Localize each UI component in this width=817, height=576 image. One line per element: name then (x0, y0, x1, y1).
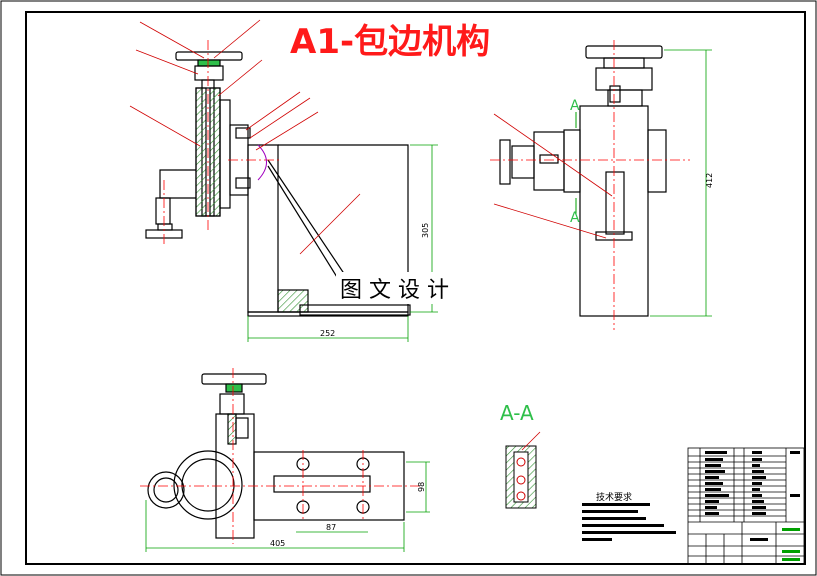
side-leaders (493, 113, 613, 239)
view-arrow-a-top: A (570, 98, 580, 114)
side-view (499, 45, 667, 317)
dim-plan-total: 405 (270, 539, 285, 548)
side-dimensions (650, 49, 712, 317)
bom-entries (705, 451, 800, 561)
dim-plan-inner: 87 (326, 523, 336, 532)
front-leaders (129, 19, 361, 255)
dim-plan-height: 98 (417, 482, 426, 492)
plan-dimensions (145, 461, 430, 552)
plan-centerlines (140, 368, 420, 544)
front-centerlines (163, 40, 282, 244)
dim-side-height: 412 (705, 173, 714, 188)
bom-table (687, 447, 805, 565)
inner-border (25, 11, 806, 565)
side-centerlines (490, 40, 690, 330)
view-arrow-a-bottom: A (570, 210, 580, 226)
motion-arc (257, 144, 267, 181)
drawing-title: A1-包边机构 (290, 22, 490, 62)
section-label: A-A (500, 401, 534, 425)
front-view (145, 51, 411, 317)
watermark-text: 图 文 设 计 (340, 278, 449, 303)
dim-bottom-width: 252 (320, 329, 335, 338)
section-leader (521, 431, 541, 451)
watermark-bg (336, 272, 484, 304)
section-aa (505, 445, 537, 509)
dim-vertical-height: 305 (421, 223, 430, 238)
tech-requirements-heading: 技术要求 (596, 491, 632, 503)
plan-view (147, 373, 405, 539)
tech-requirements-lines (582, 503, 676, 541)
